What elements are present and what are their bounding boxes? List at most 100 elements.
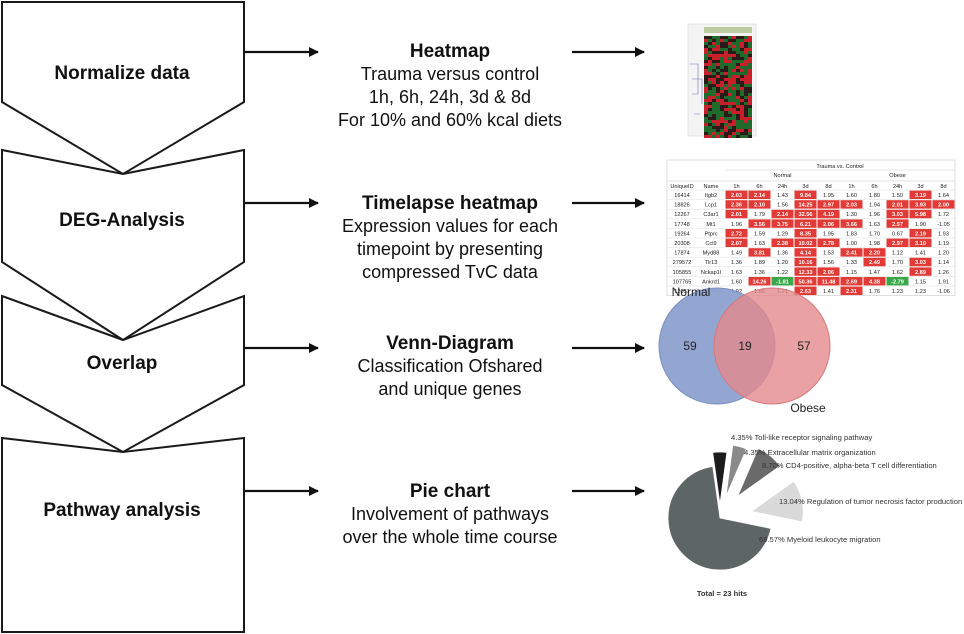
heatmap-cell xyxy=(740,42,744,45)
heatmap-cell xyxy=(744,135,748,138)
heatmap-cell xyxy=(740,60,744,63)
heatmap-thumbnail xyxy=(687,23,757,138)
heatmap-cell xyxy=(728,69,732,72)
table-cell: 17748 xyxy=(674,222,690,228)
heatmap-cell xyxy=(732,84,736,87)
table-cell-highlight xyxy=(748,248,771,257)
heatmap-cell xyxy=(720,63,724,66)
table-column-header: 3d xyxy=(802,184,808,190)
table-cell: 10.02 xyxy=(799,241,813,247)
heatmap-cell xyxy=(740,78,744,81)
heatmap-cell xyxy=(716,78,720,81)
heatmap-cell xyxy=(740,45,744,48)
table-cell: 1.62 xyxy=(892,270,903,276)
pie-slice xyxy=(725,444,747,497)
heatmap-cell xyxy=(732,126,736,129)
table-cell: 2.49 xyxy=(869,260,880,266)
table-cell-highlight xyxy=(817,219,840,228)
heatmap-cell xyxy=(736,111,740,114)
heatmap-cell xyxy=(740,84,744,87)
heatmap-cell xyxy=(724,48,728,51)
heatmap-cell xyxy=(744,36,748,39)
heatmap-cell xyxy=(736,99,740,102)
heatmap-cell xyxy=(736,123,740,126)
table-group-header: Normal xyxy=(773,173,791,179)
heatmap-cell xyxy=(740,135,744,138)
heatmap-cell xyxy=(740,114,744,117)
heatmap-cell xyxy=(744,72,748,75)
heatmap-cell xyxy=(740,57,744,60)
heatmap-cell xyxy=(724,72,728,75)
heatmap-cell xyxy=(740,120,744,123)
desc-timelapse-line: Expression values for each xyxy=(341,216,559,236)
heatmap-cell xyxy=(724,132,728,135)
table-cell: 50.36 xyxy=(799,279,813,285)
heatmap-cell xyxy=(704,90,708,93)
heatmap-cell xyxy=(736,93,740,96)
heatmap-cell xyxy=(704,132,708,135)
heatmap-cell xyxy=(712,54,716,57)
table-cell: 1.98 xyxy=(869,241,880,247)
table-cell: Nckap1l xyxy=(701,270,721,276)
heatmap-cell xyxy=(736,102,740,105)
heatmap-cell xyxy=(704,63,708,66)
desc-heatmap-title: Heatmap xyxy=(409,41,491,62)
table-cell: 19264 xyxy=(674,231,690,237)
heatmap-cell xyxy=(744,96,748,99)
heatmap-cell xyxy=(736,60,740,63)
heatmap-cell xyxy=(712,102,716,105)
table-cell: Lcp1 xyxy=(705,203,717,209)
heatmap-cell xyxy=(732,93,736,96)
heatmap-cell xyxy=(748,123,752,126)
heatmap-cell xyxy=(724,129,728,132)
venn-count-obese-only: 57 xyxy=(797,339,811,353)
heatmap-cell xyxy=(716,60,720,63)
heatmap-cell xyxy=(712,129,716,132)
heatmap-cell xyxy=(732,45,736,48)
heatmap-cell xyxy=(712,135,716,138)
heatmap-cell xyxy=(748,126,752,129)
heatmap-cell xyxy=(716,75,720,78)
table-cell: 2.14 xyxy=(754,193,766,199)
table-cell: 4.14 xyxy=(800,251,812,257)
heatmap-cell xyxy=(724,105,728,108)
heatmap-cell xyxy=(724,42,728,45)
heatmap-cell xyxy=(720,66,724,69)
heatmap-cell xyxy=(748,90,752,93)
table-cell: 1.64 xyxy=(938,193,949,199)
heatmap-cell xyxy=(724,123,728,126)
table-cell: 1.23 xyxy=(892,289,903,295)
heatmap-cell xyxy=(724,108,728,111)
table-cell-highlight xyxy=(771,209,794,219)
heatmap-cell xyxy=(720,114,724,117)
heatmap-cell xyxy=(712,63,716,66)
table-cell: 12267 xyxy=(674,212,690,218)
heatmap-cell xyxy=(744,102,748,105)
heatmap-cell xyxy=(724,60,728,63)
heatmap-cell xyxy=(708,114,712,117)
heatmap-cell xyxy=(740,105,744,108)
heatmap-cell xyxy=(748,39,752,42)
heatmap-cell xyxy=(732,51,736,54)
heatmap-cell xyxy=(716,108,720,111)
table-cell: 1.43 xyxy=(777,193,788,199)
heatmap-cell xyxy=(720,99,724,102)
table-cell: 11.48 xyxy=(822,279,836,285)
heatmap-cell xyxy=(708,117,712,120)
table-cell: 1.60 xyxy=(846,193,857,199)
heatmap-cell xyxy=(712,75,716,78)
table-cell-highlight xyxy=(771,277,794,286)
heatmap-cell xyxy=(704,96,708,99)
heatmap-cell xyxy=(748,114,752,117)
table-cell: 2.31 xyxy=(846,289,857,295)
heatmap-cell xyxy=(744,63,748,66)
table-cell-highlight xyxy=(909,190,932,199)
heatmap-cell xyxy=(744,132,748,135)
heatmap-cell xyxy=(748,60,752,63)
heatmap-cell xyxy=(720,102,724,105)
heatmap-cell xyxy=(712,45,716,48)
heatmap-cell xyxy=(736,69,740,72)
heatmap-cell xyxy=(744,114,748,117)
heatmap-cell xyxy=(704,117,708,120)
heatmap-cell xyxy=(732,117,736,120)
